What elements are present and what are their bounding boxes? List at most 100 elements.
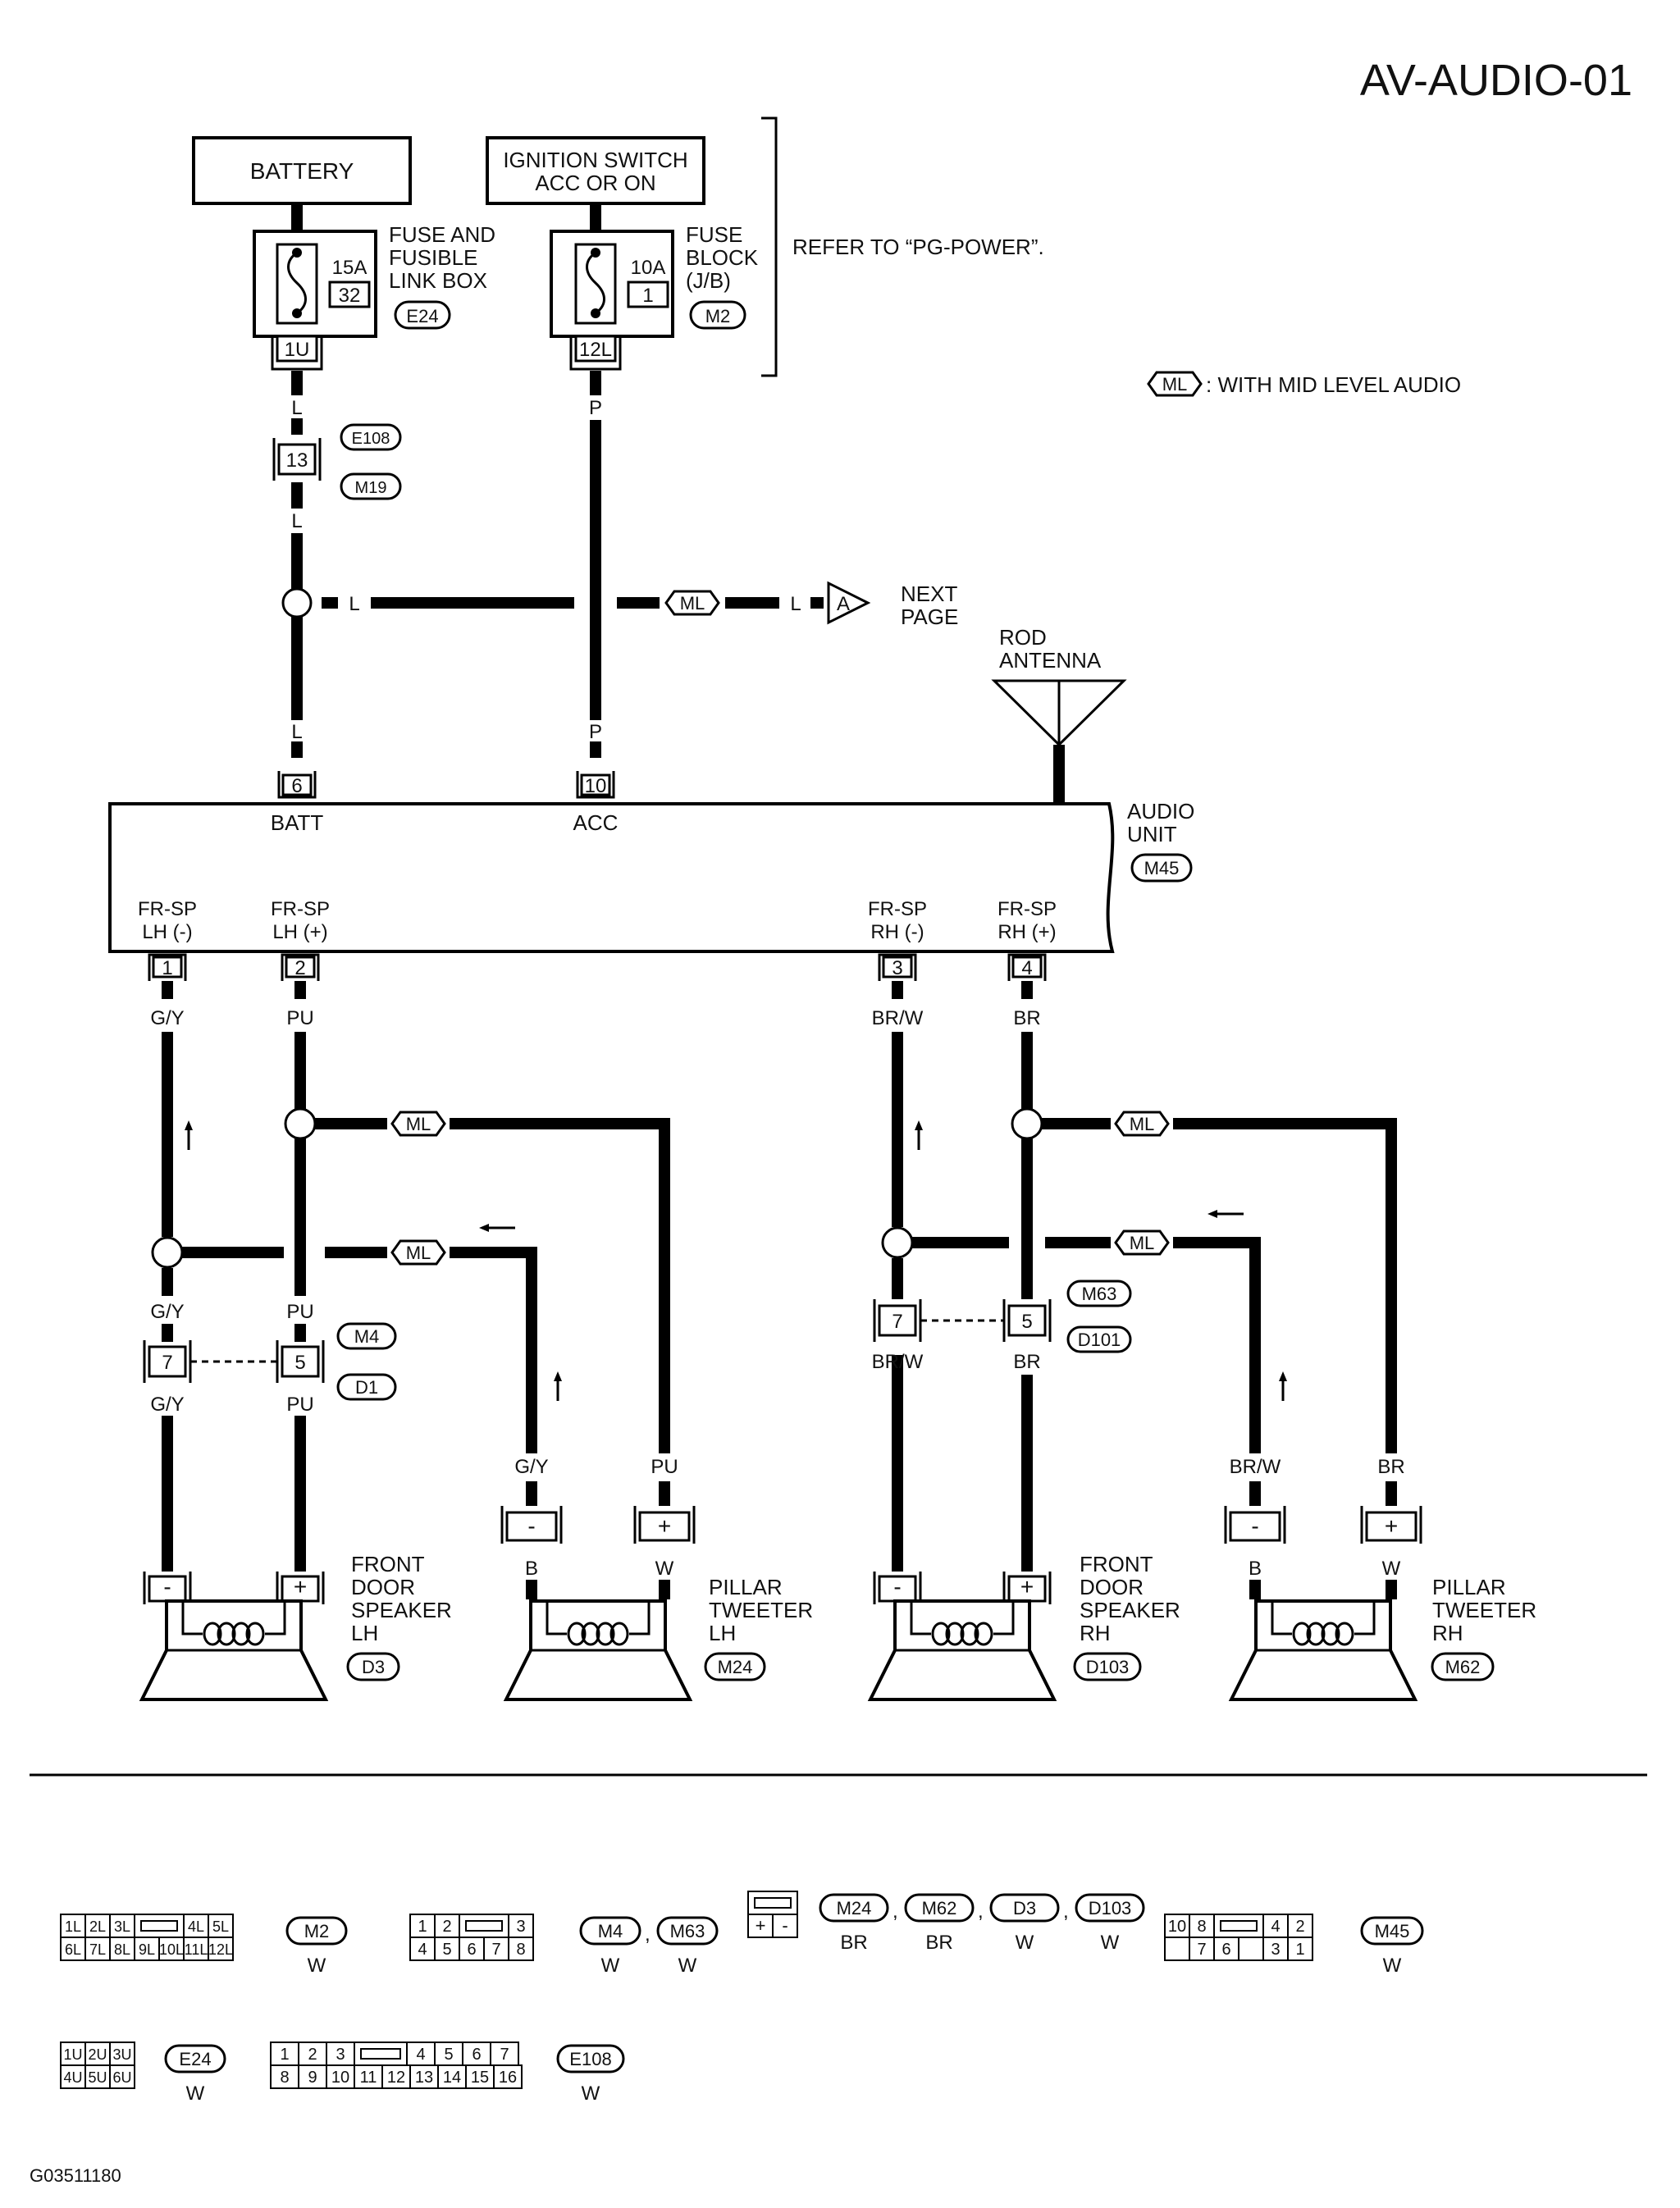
fr-sp-rhm-line1: FR-SP bbox=[868, 898, 927, 920]
wire-br-2: BR bbox=[1013, 1351, 1040, 1373]
pin-label: 10L bbox=[159, 1941, 184, 1958]
audio-batt-label: BATT bbox=[271, 810, 324, 835]
antenna-label-line2: ANTENNA bbox=[999, 648, 1102, 673]
wire-color-l-4: L bbox=[349, 593, 359, 615]
battery-label: BATTERY bbox=[250, 158, 354, 184]
fr-sp-lhp-line1: FR-SP bbox=[271, 898, 330, 920]
pin-label: 4L bbox=[188, 1918, 204, 1935]
joint-connector-e108: E108 bbox=[352, 430, 390, 448]
audio-term-6: 6 bbox=[291, 775, 302, 797]
pin-cell bbox=[772, 1914, 798, 1938]
joint-connector-m19: M19 bbox=[355, 479, 387, 497]
pin-label: 6 bbox=[467, 1941, 476, 1959]
fuse2-terminal: 12L bbox=[579, 339, 612, 361]
refer-note: REFER TO “PG-POWER”. bbox=[792, 235, 1044, 259]
spk-lh-name-1: FRONT bbox=[351, 1552, 425, 1576]
splice-gy-left bbox=[151, 1236, 184, 1269]
wire-pu-1: PU bbox=[286, 1007, 313, 1029]
joint-terminal: 13 bbox=[286, 449, 308, 472]
pin-cell bbox=[84, 1937, 111, 1961]
fuse2-connector-code: M2 bbox=[705, 306, 731, 326]
wire-color-p-1: P bbox=[589, 397, 602, 419]
pin-label: 8 bbox=[280, 2069, 289, 2087]
fr-sp-lhm-line1: FR-SP bbox=[138, 898, 197, 920]
wire-pu-tweeter: PU bbox=[651, 1456, 678, 1478]
door-right-conn-m63: M63 bbox=[1082, 1284, 1117, 1304]
pin-cell bbox=[434, 1937, 460, 1961]
connector-latch bbox=[1220, 1920, 1258, 1932]
pin-label: 8 bbox=[1197, 1918, 1206, 1936]
pin-label: 11L bbox=[185, 1941, 208, 1958]
connector-color: W bbox=[308, 1955, 326, 1977]
audio-term-2: 2 bbox=[294, 957, 305, 979]
pin-label: 5 bbox=[442, 1941, 451, 1959]
splice-pu-left bbox=[284, 1107, 317, 1140]
wire-color-l-2: L bbox=[291, 510, 302, 532]
pin-label: 12 bbox=[387, 2069, 405, 2087]
connector-latch bbox=[360, 2048, 401, 2060]
pin-label: - bbox=[782, 1915, 788, 1936]
ml-tag-nextpage: ML bbox=[680, 593, 705, 614]
next-page-line1: NEXT bbox=[901, 582, 957, 606]
pin-label: 2 bbox=[308, 2046, 317, 2064]
door-right-conn-d101: D101 bbox=[1078, 1330, 1121, 1350]
spk-rh-name-1: FRONT bbox=[1080, 1552, 1153, 1576]
fr-sp-lhp-line2: LH (+) bbox=[272, 921, 327, 943]
pin-label: 1 bbox=[418, 1918, 427, 1936]
pin-label: 3 bbox=[336, 2046, 345, 2064]
connector-code-badge bbox=[656, 1916, 719, 1946]
wire-color-p-2: P bbox=[589, 721, 602, 743]
audio-term-3: 3 bbox=[892, 957, 902, 979]
ml-tag-right-br: ML bbox=[1130, 1114, 1155, 1134]
spk-lh-name-4: LH bbox=[351, 1621, 378, 1645]
fuse1-amp: 15A bbox=[332, 257, 368, 279]
connector-code: M2 bbox=[304, 1921, 330, 1941]
spk-rh-name-2: DOOR bbox=[1080, 1575, 1144, 1599]
pin-cell bbox=[1287, 1914, 1313, 1938]
ignition-label-line2: ACC OR ON bbox=[535, 171, 655, 195]
fuse2-name-line1: FUSE bbox=[686, 222, 742, 247]
pin-cell bbox=[493, 2064, 523, 2089]
pin-cell bbox=[747, 1914, 774, 1938]
pin-label: 5L bbox=[212, 1918, 229, 1935]
pin-label: 10 bbox=[1168, 1918, 1186, 1936]
tw-rh-name-2: TWEETER bbox=[1432, 1598, 1536, 1622]
connector-code: M4 bbox=[598, 1921, 623, 1941]
pin-label: 1L bbox=[65, 1918, 81, 1935]
spk-rh-conn: D103 bbox=[1086, 1657, 1130, 1677]
pin-label: 12L bbox=[208, 1941, 233, 1958]
wire-b-lh: B bbox=[525, 1558, 538, 1580]
fuse2-number: 1 bbox=[642, 285, 653, 307]
pin-cell bbox=[109, 2064, 135, 2089]
fuse1-terminal: 1U bbox=[285, 339, 310, 361]
wire-br-1: BR bbox=[1013, 1007, 1040, 1029]
connector-code: M24 bbox=[837, 1898, 872, 1918]
fr-sp-rhm-line2: RH (-) bbox=[870, 921, 924, 943]
pin-label: 3L bbox=[114, 1918, 130, 1935]
pillar-tweeter-rh bbox=[1230, 1599, 1417, 1701]
connector-color: W bbox=[1016, 1932, 1034, 1954]
connector-code-badge bbox=[164, 2044, 226, 2073]
audio-acc-label: ACC bbox=[573, 810, 619, 835]
fr-sp-rhp-line1: FR-SP bbox=[998, 898, 1057, 920]
pin-label: + bbox=[756, 1915, 766, 1936]
pin-label: 2U bbox=[88, 2046, 107, 2063]
connector-code-badge bbox=[904, 1893, 975, 1923]
pin-label: 7L bbox=[89, 1941, 106, 1958]
fuse1-name-line2: FUSIBLE bbox=[389, 245, 477, 270]
pin-label: 16 bbox=[499, 2069, 517, 2087]
pin-label: 9 bbox=[308, 2069, 317, 2087]
fuse1-connector-code: E24 bbox=[406, 306, 438, 326]
connector-color: BR bbox=[840, 1932, 867, 1954]
connector-code: M62 bbox=[922, 1898, 957, 1918]
door-right-term-5: 5 bbox=[1021, 1311, 1032, 1333]
connector-code: D3 bbox=[1013, 1898, 1036, 1918]
connector-latch bbox=[140, 1920, 178, 1932]
pin-label: 2L bbox=[89, 1918, 106, 1935]
wire-gy-tweeter: G/Y bbox=[514, 1456, 548, 1478]
ml-legend-text: : WITH MID LEVEL AUDIO bbox=[1206, 372, 1461, 397]
